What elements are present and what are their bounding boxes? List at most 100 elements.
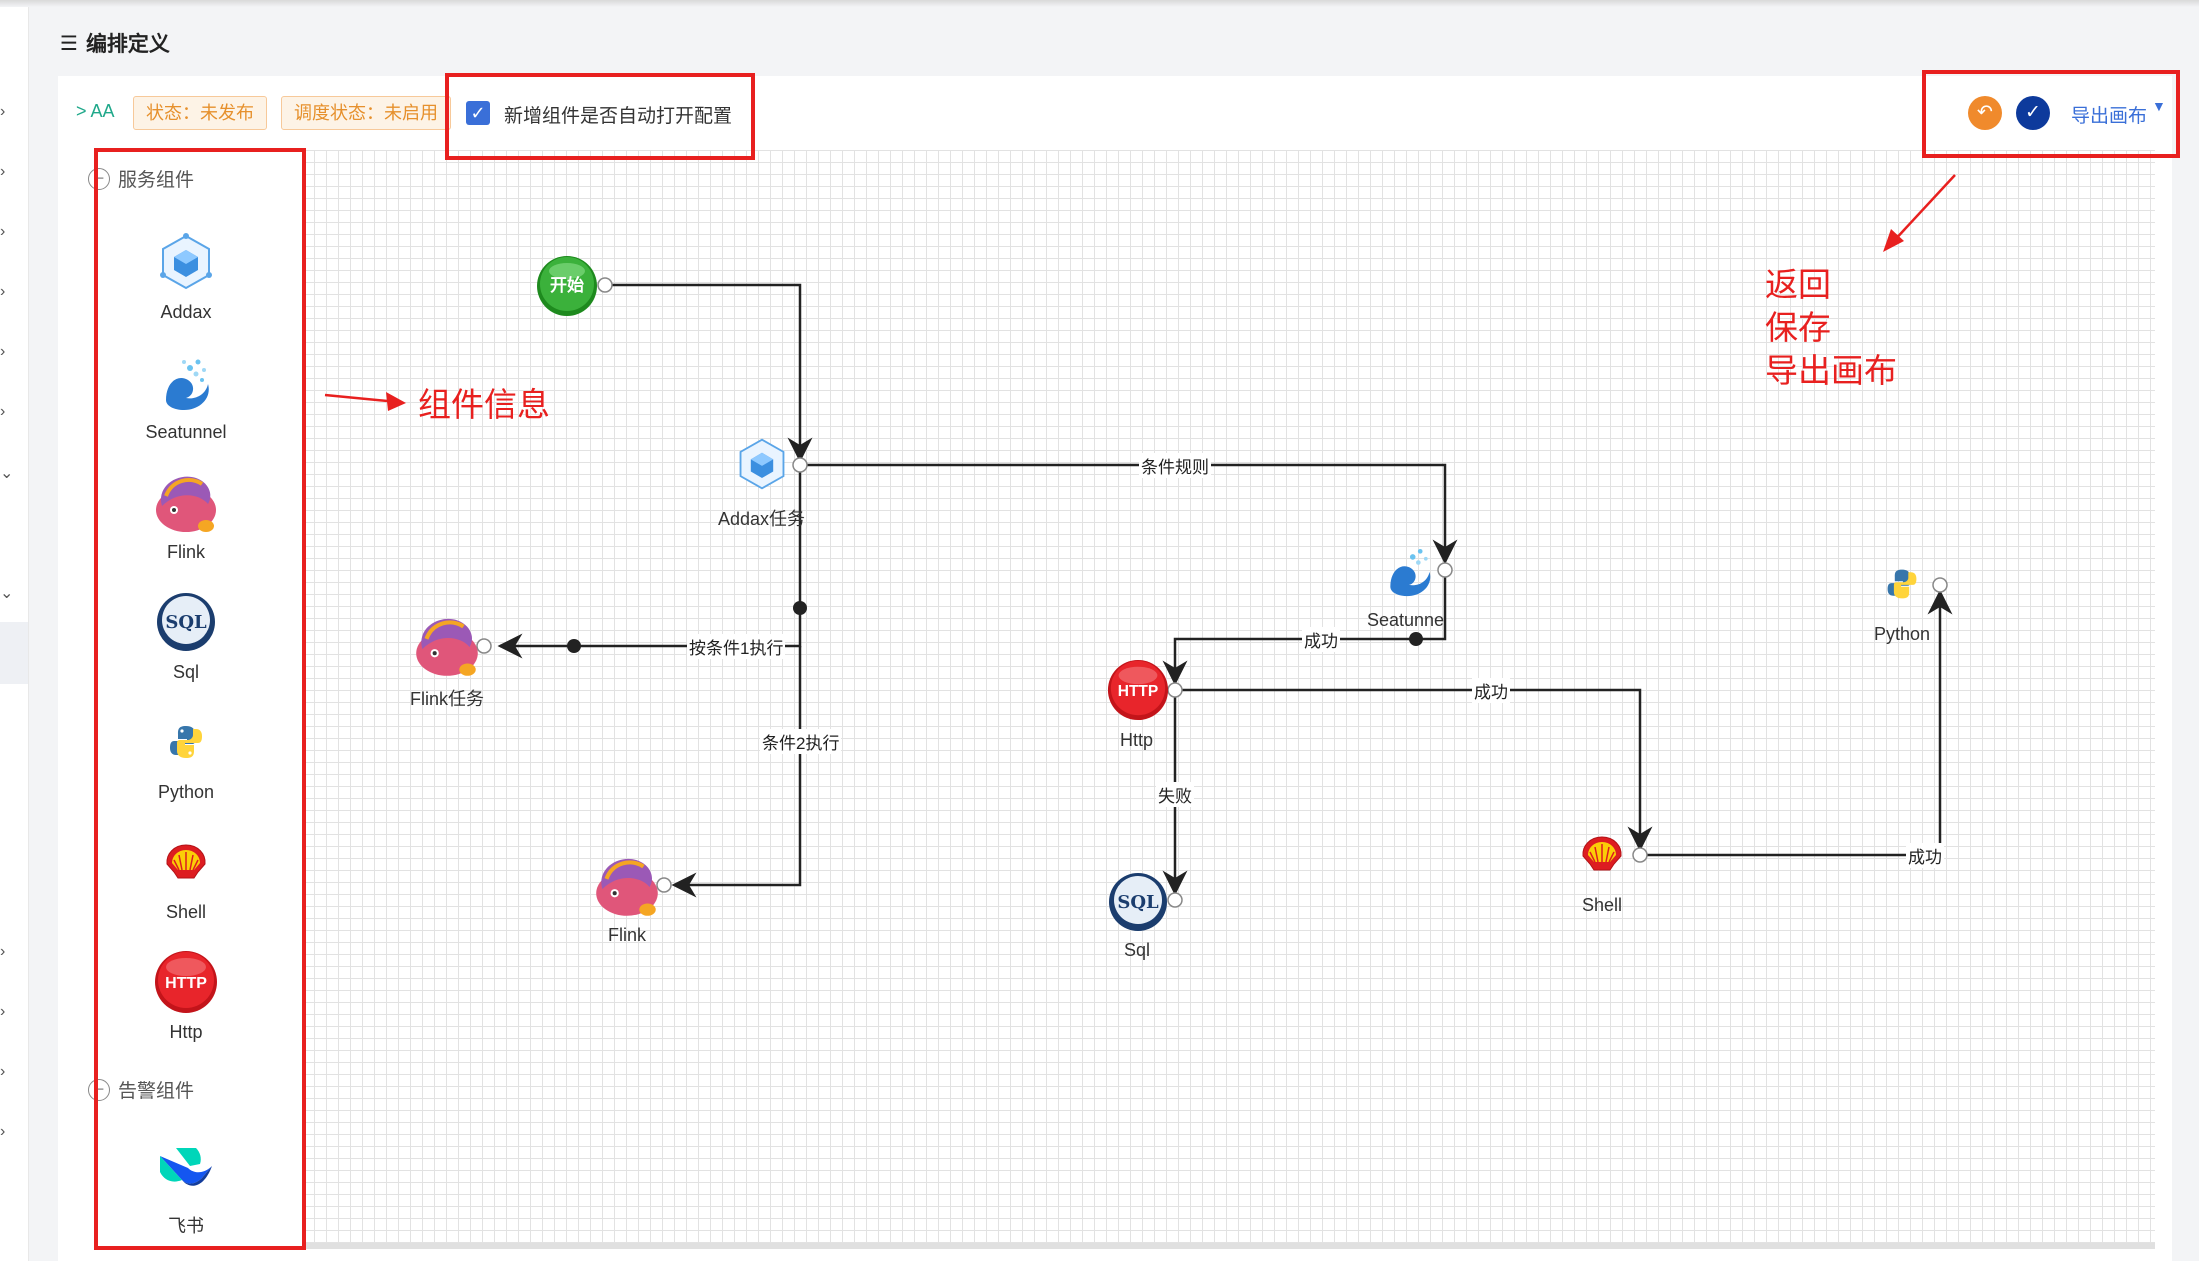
node-label: Seatunne [1367,610,1445,630]
edge-label[interactable]: 失败 [1156,782,1194,807]
flink-icon [596,858,658,916]
palette-item-feishu[interactable]: 飞书 [116,1136,256,1238]
sidebar-chevron-icon[interactable]: › [0,1123,6,1140]
canvas-scrollbar[interactable] [302,1243,2155,1249]
top-shadow [0,0,2199,7]
collapse-icon[interactable]: − [88,1078,110,1101]
palette-item-label: Addax [160,302,212,322]
node-sql[interactable]: SQL [1106,870,1170,939]
node-shell[interactable] [1580,834,1624,879]
sidebar-chevron-icon[interactable]: › [0,103,6,120]
alert-section-header[interactable]: − 告警组件 [88,1076,194,1103]
annotation-box-actions [1922,70,2180,158]
component-palette [76,150,282,1245]
service-section-label: 服务组件 [118,170,195,191]
annotation-line: 保存 [1765,309,1831,346]
node-http[interactable]: HTTP [1106,658,1170,727]
shell-icon [166,844,206,879]
node-start[interactable]: 开始 [536,255,598,322]
node-flink[interactable] [588,848,666,927]
sidebar-chevron-icon[interactable]: › [0,943,6,960]
edge-label[interactable]: 成功 [1472,678,1510,703]
python-icon [1887,569,1917,599]
undo-icon[interactable]: ↶ [1968,96,2002,130]
seatunnel-icon [166,359,209,410]
http-badge: HTTP [1118,683,1158,700]
export-canvas-button[interactable]: 导出画布 [2071,106,2148,127]
annotation-line: 导出画布 [1765,352,1897,389]
annotation-box-palette [94,148,306,1250]
palette-item-addax[interactable]: Addax [116,226,256,323]
menu-fold-icon[interactable]: ☰ [60,32,78,55]
start-badge: 开始 [550,275,584,296]
sidebar-chevron-icon[interactable]: › [0,283,6,300]
palette-item-label: 飞书 [168,1216,204,1236]
palette-item-python[interactable]: Python [116,706,256,803]
chevron-down-icon[interactable]: ▼ [2152,98,2166,114]
auto-open-checkbox[interactable]: ✓ [466,101,490,125]
annotation-line: 返回 [1765,266,1831,303]
palette-item-http[interactable]: HTTP Http [116,946,256,1043]
addax-icon [739,438,785,490]
palette-item-label: Flink [166,542,205,562]
page-title-text: 编排定义 [85,33,170,56]
palette-item-label: Python [157,782,215,802]
annotation-box-checkbox [445,73,755,160]
breadcrumb[interactable]: > AA [76,101,115,121]
check-icon[interactable]: ✓ [2016,96,2050,130]
feishu-icon [160,1148,212,1186]
auto-open-label[interactable]: 新增组件是否自动打开配置 [504,106,733,127]
shell-icon [1582,836,1622,871]
flink-icon [156,476,216,532]
sidebar-chevron-icon[interactable]: › [0,1063,6,1080]
node-addax[interactable] [734,436,790,497]
addax-icon [160,233,212,290]
sql-icon: SQL [157,593,215,651]
node-label: Addax任务 [718,509,806,529]
edge-label[interactable]: 条件2执行 [760,729,842,754]
start-icon: 开始 [537,256,597,316]
node-label: Shell [1582,895,1623,915]
palette-item-sql[interactable]: SQL Sql [116,586,256,683]
status-tag: 状态：未发布 [133,96,267,130]
node-label: Sql [1124,940,1151,960]
schedule-status-tag: 调度状态：未启用 [281,96,451,130]
edge-label[interactable]: 条件规则 [1139,453,1211,478]
palette-item-seatunnel[interactable]: Seatunnel [116,346,256,443]
http-icon: HTTP [1107,659,1169,721]
node-label: Flink任务 [410,689,485,709]
node-label: Python [1874,624,1931,644]
sidebar-chevron-icon[interactable]: › [0,343,6,360]
collapse-icon[interactable]: − [88,167,110,190]
sidebar-chevron-icon[interactable]: ⌄ [0,465,14,482]
node-seatunnel[interactable] [1381,540,1437,605]
edge-label[interactable]: 按条件1执行 [687,634,786,659]
sidebar-selected-item[interactable] [0,622,28,684]
page-title: ☰ 编排定义 [60,28,170,58]
palette-item-label: Http [169,1022,203,1042]
sidebar-chevron-icon[interactable]: › [0,223,6,240]
palette-item-label: Shell [165,902,207,922]
annotation-actions: 返回 保存 导出画布 [1765,263,1897,392]
svg-text:SQL: SQL [165,612,207,633]
python-icon [170,726,202,758]
service-section-header[interactable]: − 服务组件 [88,165,194,192]
sql-icon: SQL [1109,873,1167,931]
sidebar-chevron-icon[interactable]: › [0,1003,6,1020]
flink-icon [416,618,478,676]
collapsed-sidebar: › › › › › › ⌄ ⌄ › › › › [0,7,29,1261]
node-flink-task[interactable] [408,608,486,687]
http-icon: HTTP [155,951,217,1013]
alert-section-label: 告警组件 [118,1081,195,1102]
sidebar-chevron-icon[interactable]: ⌄ [0,585,14,602]
node-python[interactable] [1884,566,1920,607]
sidebar-chevron-icon[interactable]: › [0,163,6,180]
svg-text:HTTP: HTTP [165,975,207,992]
sidebar-chevron-icon[interactable]: › [0,403,6,420]
palette-item-flink[interactable]: Flink [116,466,256,563]
edge-label[interactable]: 成功 [1302,627,1340,652]
node-label: Flink [608,925,647,945]
edge-label[interactable]: 成功 [1906,843,1944,868]
seatunnel-icon [1390,549,1431,597]
palette-item-shell[interactable]: Shell [116,826,256,923]
